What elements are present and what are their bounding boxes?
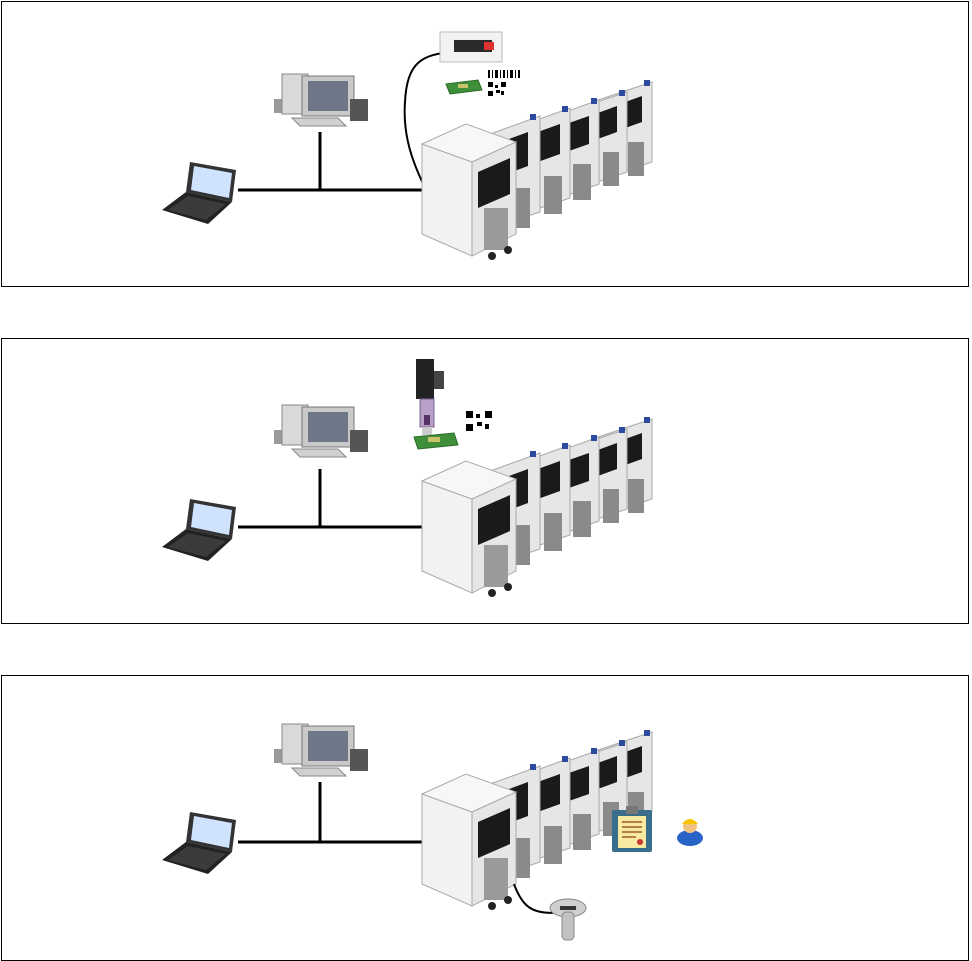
desktop-computer-icon [274,74,368,126]
fixed-barcode-scanner-icon [440,32,502,62]
panel-fixed-scanner [1,1,969,287]
panel-handheld-scanner [1,675,969,961]
qr-code-icon [488,82,506,96]
handheld-barcode-scanner-icon [550,899,586,940]
desktop-computer-icon [274,405,368,457]
desktop-computer-icon [274,724,368,776]
laptop-icon [162,812,236,874]
smt-line-icon [422,80,652,260]
diagram-1 [2,2,969,287]
laptop-icon [162,499,236,561]
clipboard-document-icon [612,806,652,852]
network-line [238,132,422,190]
diagram-3 [2,676,969,961]
panel-camera-reader [1,338,969,624]
diagram-2 [2,339,969,624]
network-line [238,469,422,527]
laptop-icon [162,162,236,224]
network-line [238,782,422,842]
qr-code-icon [466,411,492,431]
pcb-board-icon [414,433,458,449]
barcode-icon [488,70,522,78]
inline-camera-reader-icon [416,359,444,435]
pcb-board-icon [446,80,482,94]
operator-avatar-icon [677,819,703,846]
